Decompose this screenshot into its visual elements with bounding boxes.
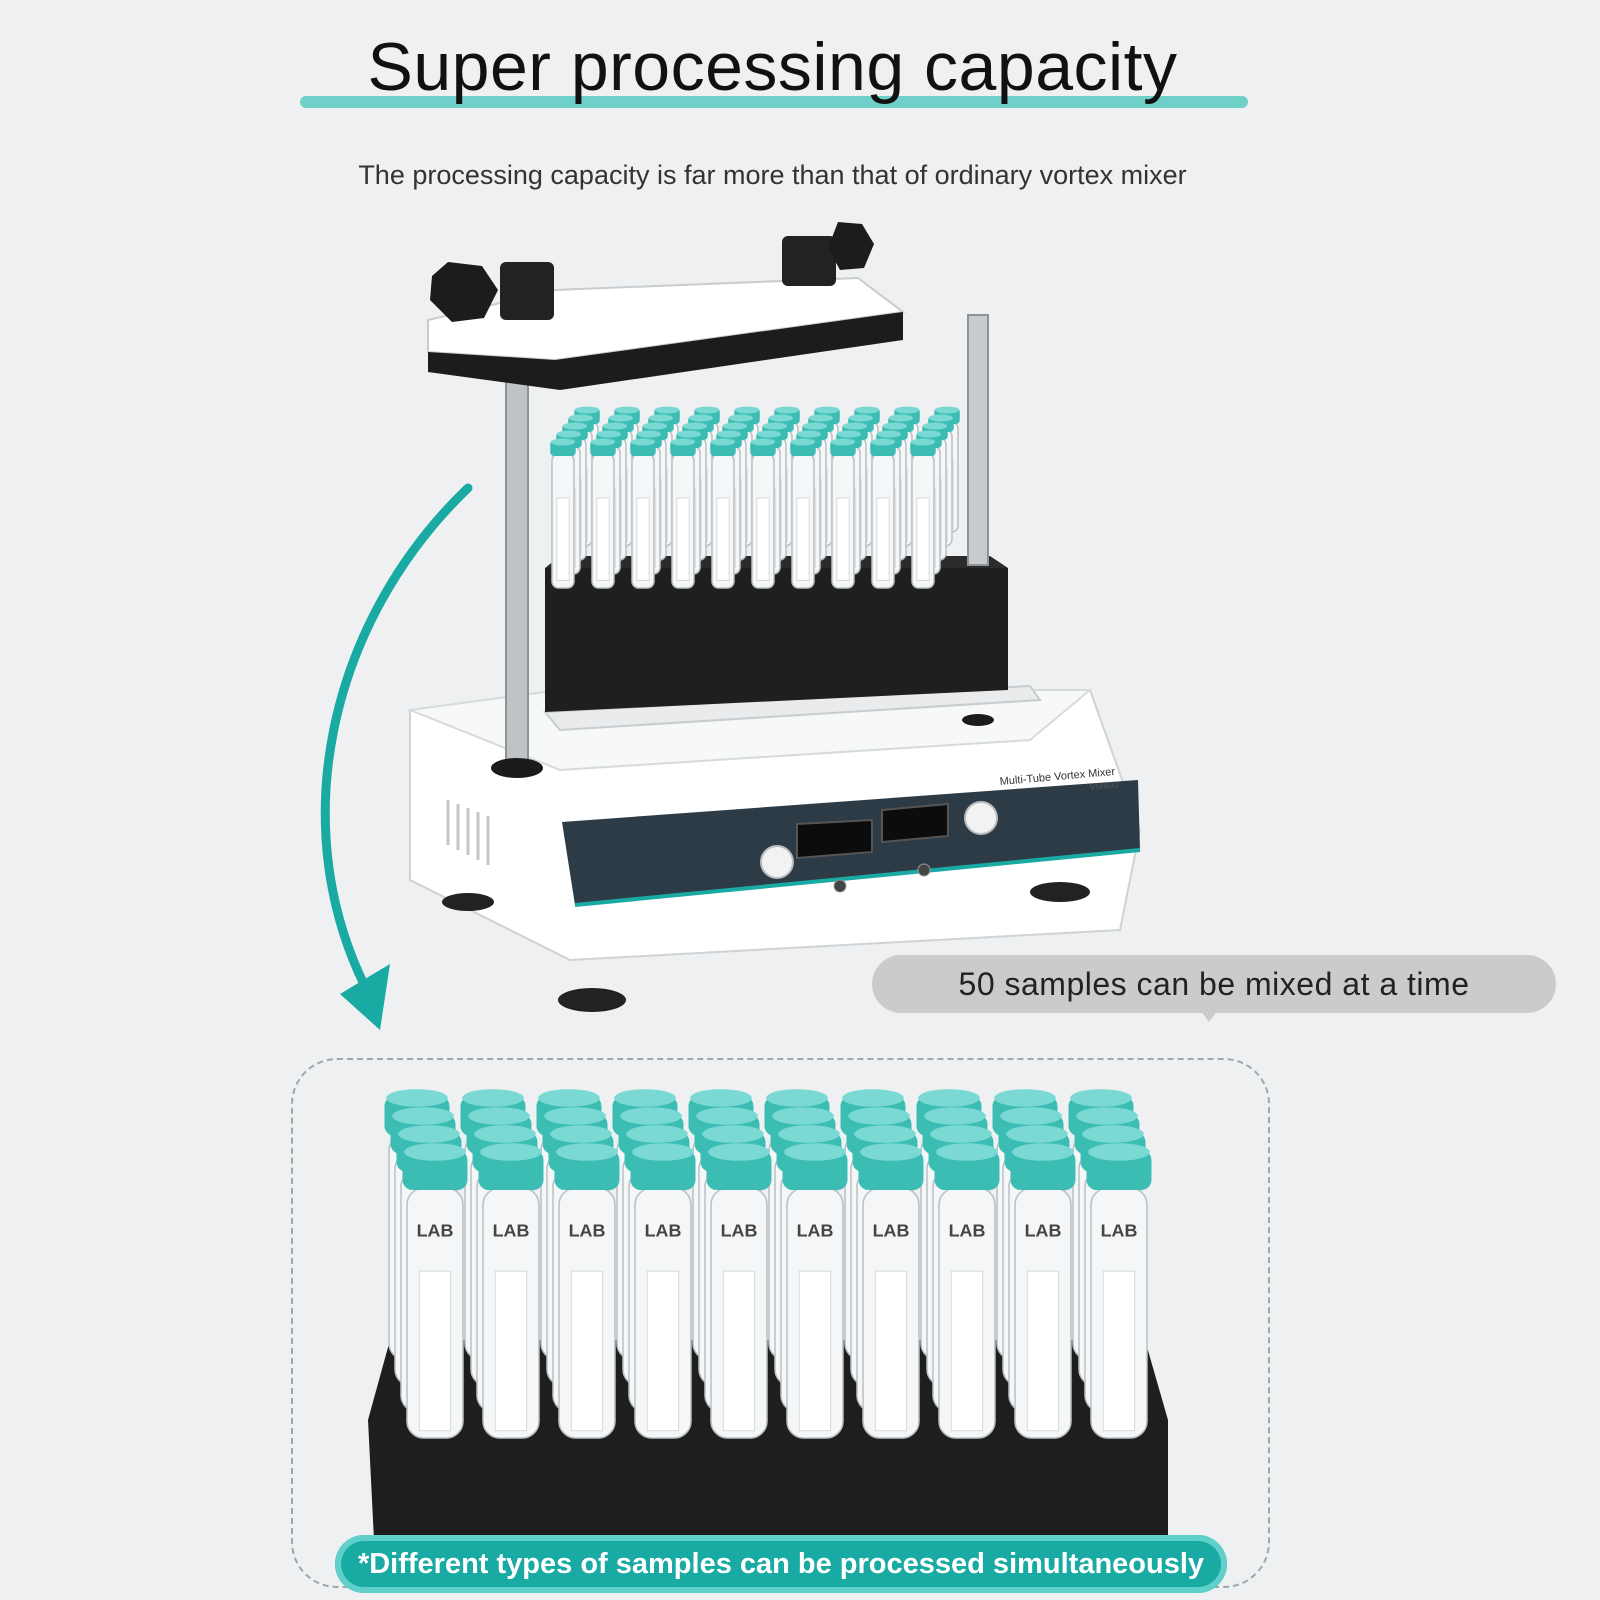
timer-knob[interactable] xyxy=(760,845,794,879)
test-tube xyxy=(910,438,936,589)
test-tube: LAB xyxy=(1086,1143,1152,1439)
tube-label: LAB xyxy=(493,1220,530,1240)
test-tube xyxy=(710,438,736,589)
footer-banner-text: *Different types of samples can be proce… xyxy=(357,1548,1205,1580)
tube-label: LAB xyxy=(949,1220,986,1240)
upper-tube-group xyxy=(550,406,960,589)
callout-text: 50 samples can be mixed at a time xyxy=(958,966,1470,1002)
clamp-collar-left xyxy=(500,262,554,320)
timer-display xyxy=(796,818,873,860)
foot xyxy=(442,893,494,911)
test-tube xyxy=(790,438,816,589)
page-title: Super processing capacity xyxy=(367,29,1178,105)
tube-rack xyxy=(545,568,1008,712)
test-tube xyxy=(550,438,576,589)
test-tube: LAB xyxy=(630,1143,696,1439)
test-tube: LAB xyxy=(782,1143,848,1439)
test-tube xyxy=(630,438,656,589)
test-tube: LAB xyxy=(858,1143,924,1439)
clamp-collar-right xyxy=(782,236,836,286)
test-tube: LAB xyxy=(554,1143,620,1439)
test-tube xyxy=(670,438,696,589)
test-tube: LAB xyxy=(402,1143,468,1439)
tube-label: LAB xyxy=(1101,1220,1138,1240)
clamp-knob-right[interactable] xyxy=(828,222,874,270)
support-post xyxy=(967,314,989,566)
test-tube: LAB xyxy=(706,1143,772,1439)
test-tube xyxy=(870,438,896,589)
test-tube xyxy=(590,438,616,589)
title-underline xyxy=(300,96,1248,108)
tube-label: LAB xyxy=(797,1220,834,1240)
test-tube xyxy=(830,438,856,589)
tube-label: LAB xyxy=(1025,1220,1062,1240)
speed-display xyxy=(881,802,949,844)
callout-bubble-tail xyxy=(1200,1010,1218,1022)
tube-label: LAB xyxy=(569,1220,606,1240)
arrow-head-icon xyxy=(340,964,390,1030)
test-tube xyxy=(750,438,776,589)
curved-arrow-icon xyxy=(320,483,473,1005)
test-tube: LAB xyxy=(1010,1143,1076,1439)
tube-label: LAB xyxy=(873,1220,910,1240)
foot xyxy=(558,988,626,1012)
support-post xyxy=(505,344,529,766)
clamp-knob-left[interactable] xyxy=(430,262,498,322)
test-tube: LAB xyxy=(478,1143,544,1439)
start-button[interactable] xyxy=(917,863,931,877)
page-subtitle: The processing capacity is far more than… xyxy=(358,160,1187,190)
footer-banner xyxy=(335,1535,1227,1593)
test-tube: LAB xyxy=(934,1143,1000,1439)
device-model-label: VM600 xyxy=(1089,780,1118,792)
zoom-frame-outline xyxy=(291,1058,1270,1588)
power-button[interactable] xyxy=(833,879,847,893)
zoomed-rack-view: LAB LAB LAB LAB LAB LAB LAB LAB LAB LAB xyxy=(368,1089,1168,1560)
lower-tube-group: LAB LAB LAB LAB LAB LAB LAB LAB LAB LAB xyxy=(384,1089,1152,1439)
speed-knob[interactable] xyxy=(964,801,998,835)
tube-label: LAB xyxy=(417,1220,454,1240)
tube-label: LAB xyxy=(721,1220,758,1240)
callout-bubble xyxy=(872,955,1556,1013)
foot xyxy=(1030,882,1090,902)
tube-label: LAB xyxy=(645,1220,682,1240)
